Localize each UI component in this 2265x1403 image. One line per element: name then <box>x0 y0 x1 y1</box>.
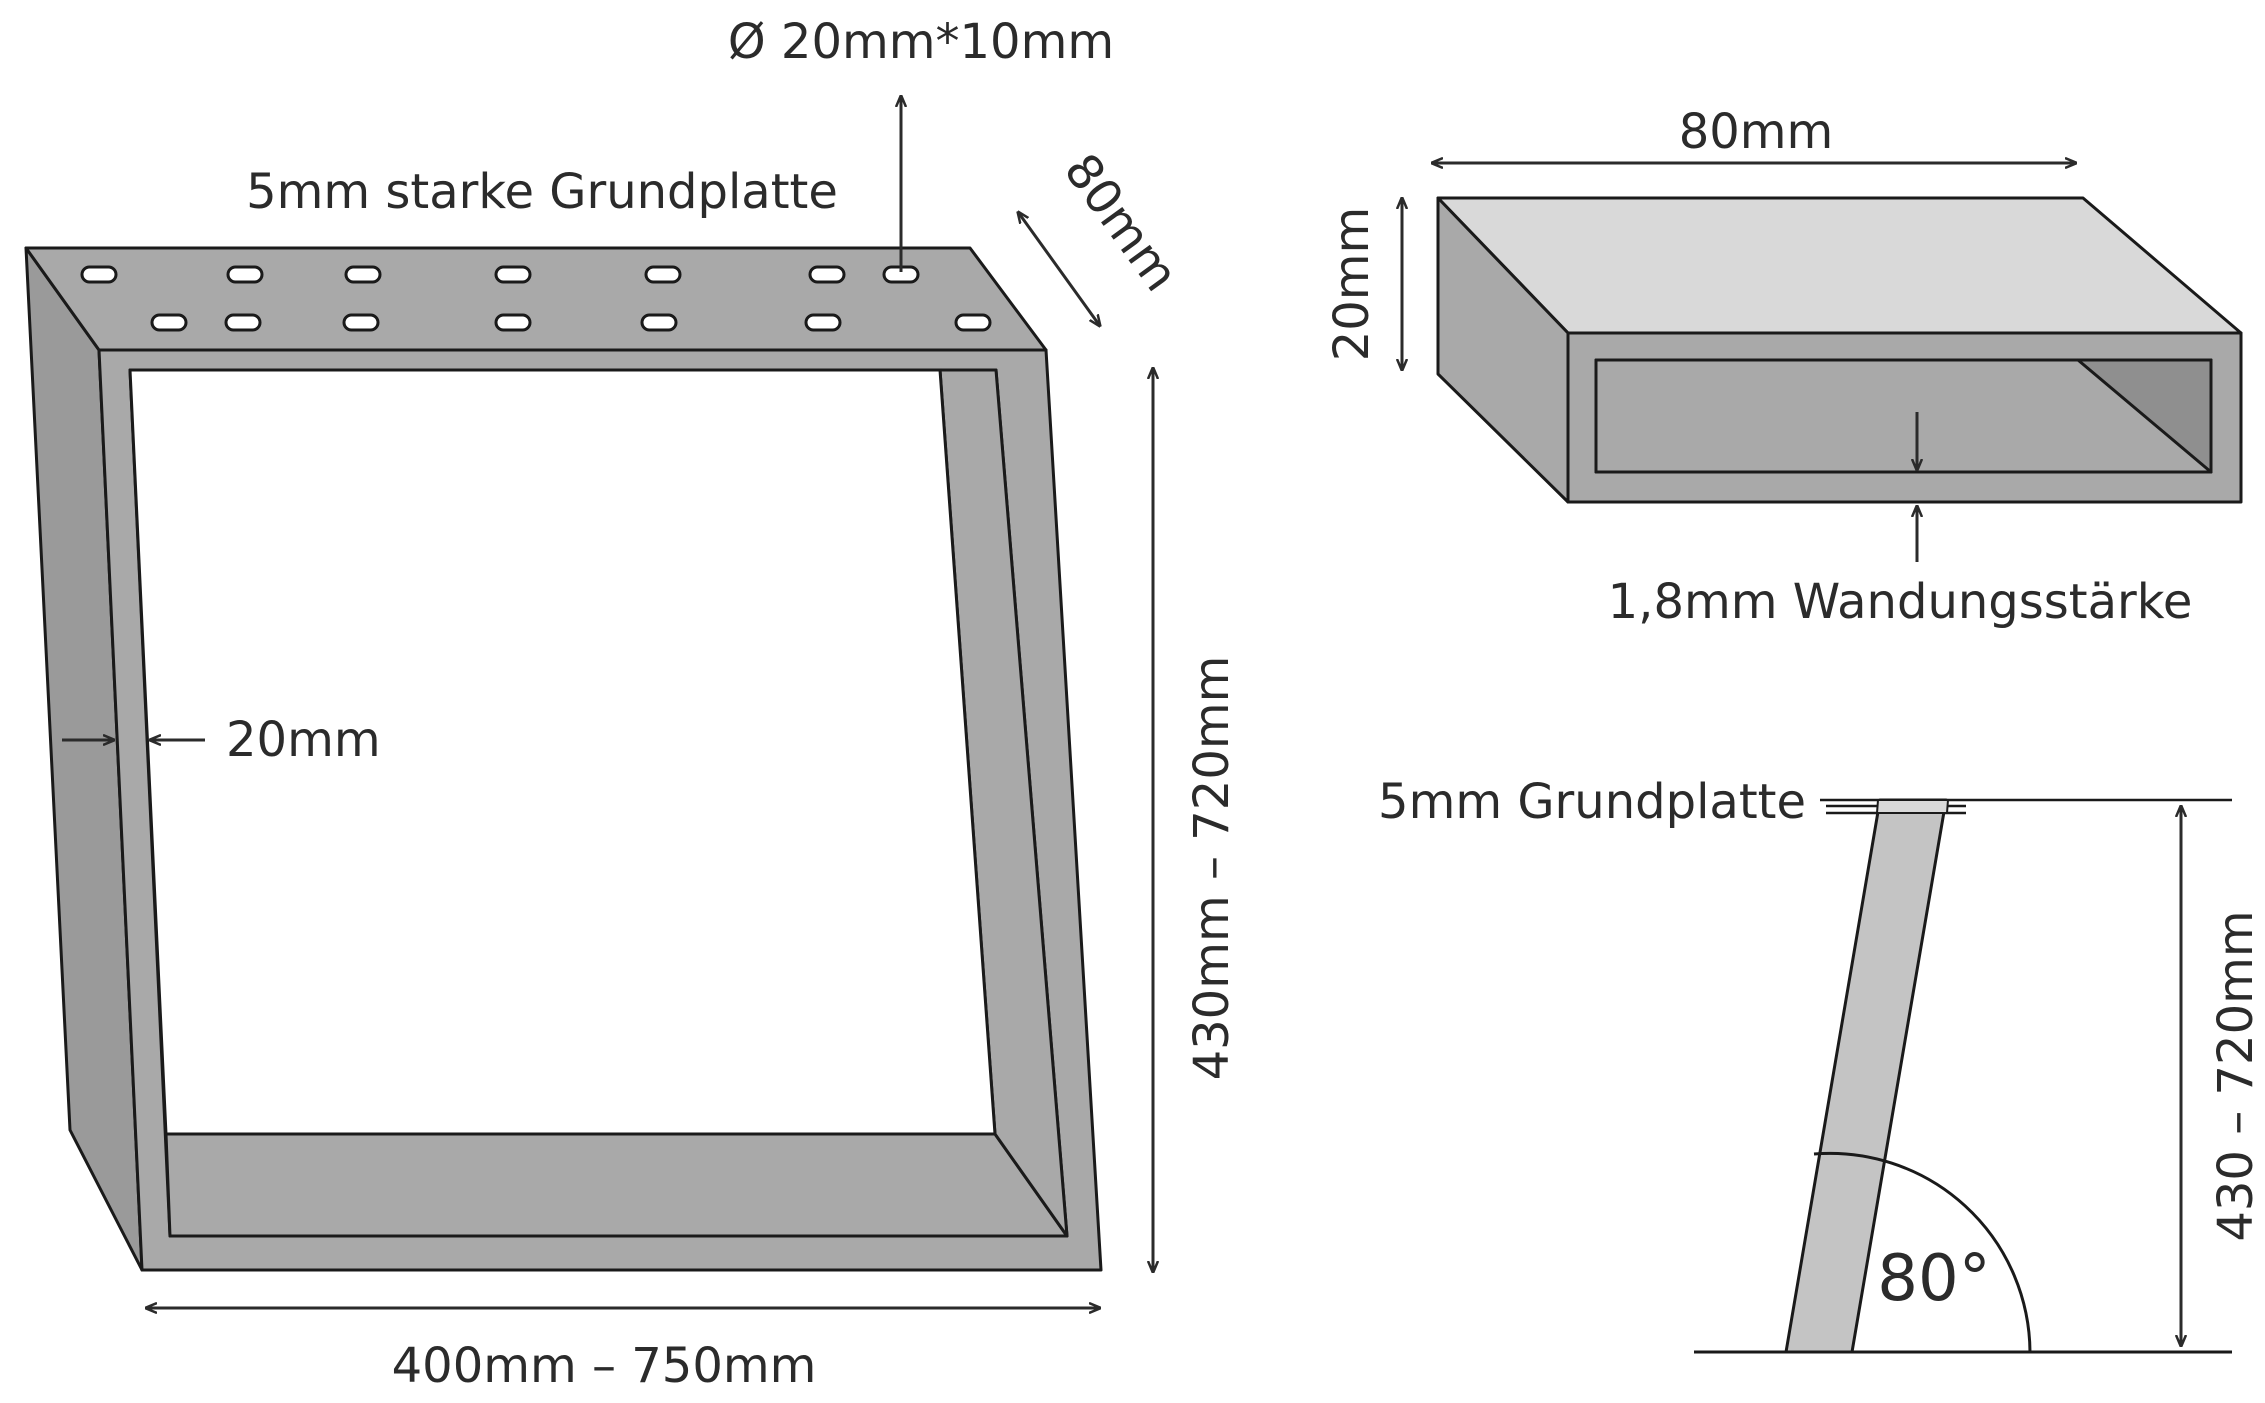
depth-dimension-arrow <box>1018 212 1100 326</box>
profile-width-label: 20mm <box>226 712 381 768</box>
angle-arc <box>1813 1151 2032 1353</box>
slot-hole <box>804 313 842 332</box>
leg-side-view: 5mm Grundplatte 80° 430 – 720mm <box>1378 774 2264 1354</box>
base-plate-top <box>24 246 1048 352</box>
leg-opening <box>128 368 997 1136</box>
leg-inner-bottom-face <box>164 1132 1069 1238</box>
plate-side-label: 5mm Grundplatte <box>1378 774 1806 830</box>
slot-hole <box>954 313 992 332</box>
tube-width-label: 80mm <box>1679 104 1834 160</box>
tube-profile: 80mm 20mm 1,8mm Wandungsstärke <box>1324 104 2243 630</box>
base-plate-label: 5mm starke Grundplatte <box>246 164 838 220</box>
slot-hole <box>494 313 532 332</box>
slot-hole <box>640 313 678 332</box>
side-height-label: 430 – 720mm <box>2208 910 2264 1241</box>
slot-hole <box>224 313 262 332</box>
slot-hole <box>344 265 382 284</box>
slot-hole <box>342 313 380 332</box>
u-frame-leg: Ø 20mm*10mm 5mm starke Grundplatte 80mm … <box>24 14 1240 1394</box>
depth-label: 80mm <box>1053 144 1189 302</box>
wall-thickness-label: 1,8mm Wandungsstärke <box>1608 574 2193 630</box>
base-plate-side <box>1875 799 1950 814</box>
slot-hole <box>80 265 118 284</box>
mounting-slots <box>80 265 992 332</box>
angle-label: 80° <box>1877 1242 1990 1316</box>
tube-top-face <box>1436 196 2243 335</box>
slot-hole <box>226 265 264 284</box>
slot-hole <box>808 265 846 284</box>
slot-hole <box>150 313 188 332</box>
slot-hole <box>494 265 532 284</box>
slot-hole <box>644 265 682 284</box>
height-range-label: 430mm – 720mm <box>1184 656 1240 1081</box>
tube-hollow-back-wall <box>2076 358 2213 474</box>
tube-height-label: 20mm <box>1324 207 1380 362</box>
hole-size-label: Ø 20mm*10mm <box>728 14 1114 70</box>
width-range-label: 400mm – 750mm <box>392 1338 817 1394</box>
